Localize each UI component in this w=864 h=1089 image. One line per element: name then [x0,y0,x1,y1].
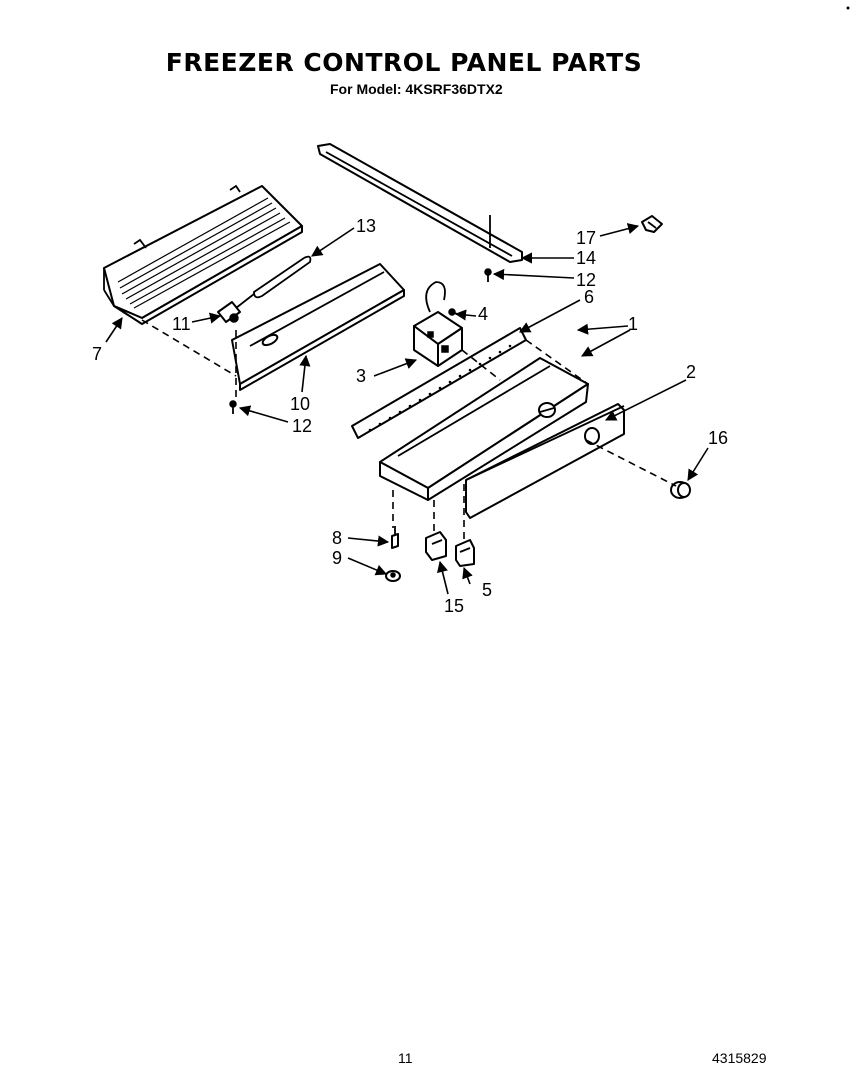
page-title: FREEZER CONTROL PANEL PARTS [165,48,643,77]
callout-7: 7 [92,344,102,364]
connector-part [217,301,241,323]
washer-part [385,570,401,582]
grille-part [103,184,303,325]
callout-4: 4 [478,304,488,324]
callout-3: 3 [356,366,366,386]
control-panel-housing-part [379,357,589,501]
screw-part-12-lower [229,400,237,414]
callout-17: 17 [576,228,596,248]
assembly-lines [141,319,677,540]
model-subtitle: For Model: 4KSRF36DTX2 [330,81,503,97]
document-number: 4315829 [712,1050,767,1066]
screw-part-12-upper [484,268,492,282]
control-switch-part [413,281,463,367]
callout-1: 1 [628,314,638,334]
clip-part-5 [455,539,475,567]
screw-part-8 [391,526,399,549]
callout-12-lower: 12 [292,416,312,436]
callout-16: 16 [708,428,728,448]
callout-15: 15 [444,596,464,616]
callout-8: 8 [332,528,342,548]
callout-9: 9 [332,548,342,568]
page-number: 11 [398,1050,413,1066]
callout-12-upper: 12 [576,270,596,290]
clip-part [641,215,663,233]
callout-labels: 1 2 3 4 5 6 7 8 9 10 11 12 12 13 14 15 1… [92,216,728,616]
callout-2: 2 [686,362,696,382]
leader-lines [105,223,709,595]
callout-11: 11 [172,314,191,334]
callout-6: 6 [584,287,594,307]
thermostat-bulb-part [235,255,312,309]
callout-14: 14 [576,248,596,268]
callout-10: 10 [290,394,310,414]
callout-13: 13 [356,216,376,236]
callout-5: 5 [482,580,492,600]
top-bracket-part [317,143,523,263]
control-bracket-part [231,263,405,391]
overlay-panel-part [465,403,625,519]
corner-mark [846,6,850,10]
clip-part-15 [425,531,447,561]
